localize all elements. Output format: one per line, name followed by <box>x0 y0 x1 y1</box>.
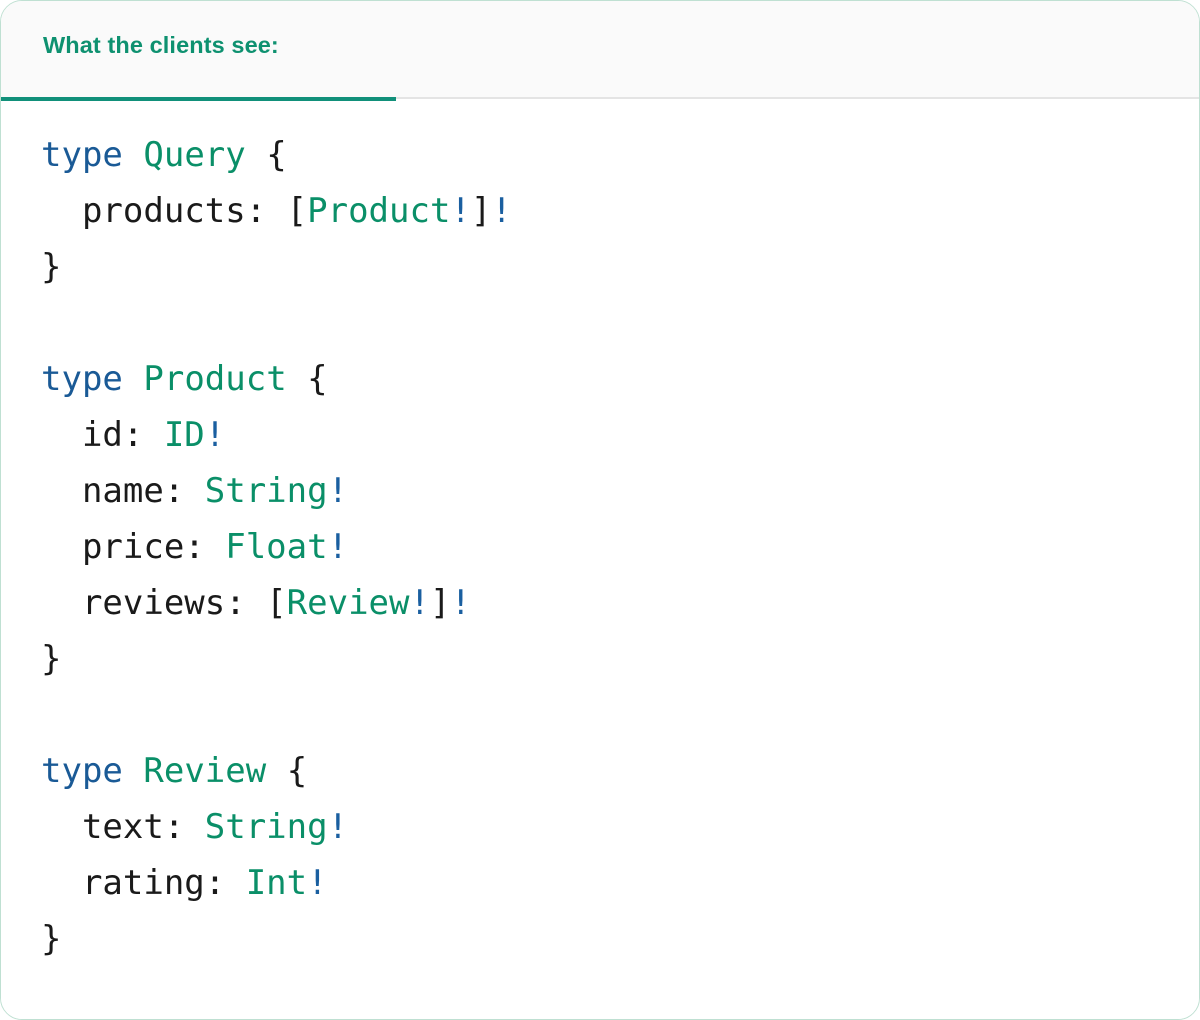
code-line: type Query { <box>41 127 1199 183</box>
code-token-field: price: <box>41 527 226 567</box>
code-line: } <box>41 239 1199 295</box>
code-token-punct: ] <box>429 583 451 623</box>
code-area: type Query { products: [Product!]!} type… <box>1 99 1199 1019</box>
code-token-bang: ! <box>491 191 512 231</box>
code-token-punct: } <box>41 639 62 679</box>
code-token-field: id: <box>41 415 164 455</box>
code-token-punct: } <box>41 919 62 959</box>
code-token-punct: [ <box>286 191 308 231</box>
code-token-bang: ! <box>204 415 226 455</box>
code-token-type: Product <box>143 359 287 399</box>
code-token-punct: { <box>266 135 287 175</box>
code-token-type: Int <box>245 863 308 903</box>
code-line: id: ID! <box>41 407 1199 463</box>
code-token-punct: { <box>307 359 328 399</box>
code-token-field: reviews: <box>41 583 267 623</box>
code-token-field: text: <box>41 807 205 847</box>
code-token-plain <box>287 359 307 399</box>
code-token-field: name: <box>41 471 205 511</box>
code-token-bang: ! <box>450 191 471 231</box>
code-token-punct: [ <box>266 583 287 623</box>
code-token-keyword: type <box>41 751 123 791</box>
code-token-type: Review <box>286 583 410 623</box>
tab-active-underline <box>1 97 396 101</box>
code-token-plain <box>246 135 266 175</box>
code-line: type Product { <box>41 351 1199 407</box>
code-token-plain <box>266 751 286 791</box>
code-token-bang: ! <box>450 583 471 623</box>
code-token-bang: ! <box>409 583 430 623</box>
code-token-plain <box>123 135 143 175</box>
code-token-plain <box>123 751 143 791</box>
code-token-punct: ] <box>470 191 492 231</box>
code-line: products: [Product!]! <box>41 183 1199 239</box>
code-line <box>41 295 1199 351</box>
code-token-type: Float <box>225 527 328 567</box>
tab-label: What the clients see: <box>43 32 279 58</box>
code-line: } <box>41 911 1199 967</box>
code-token-type: String <box>204 807 328 847</box>
code-token-punct: { <box>286 751 308 791</box>
code-line: type Review { <box>41 743 1199 799</box>
code-token-bang: ! <box>327 527 349 567</box>
code-line: price: Float! <box>41 519 1199 575</box>
code-line: name: String! <box>41 463 1199 519</box>
code-token-type: Product <box>307 191 451 231</box>
code-line <box>41 687 1199 743</box>
code-token-plain <box>123 359 143 399</box>
code-token-bang: ! <box>327 807 349 847</box>
tab-what-the-clients-see[interactable]: What the clients see: <box>1 1 396 101</box>
tab-bar: What the clients see: <box>1 1 1199 101</box>
code-line: reviews: [Review!]! <box>41 575 1199 631</box>
code-token-keyword: type <box>41 135 123 175</box>
code-line: text: String! <box>41 799 1199 855</box>
code-token-type: String <box>204 471 328 511</box>
code-token-punct: } <box>41 247 62 287</box>
code-token-type: Query <box>143 135 246 175</box>
code-token-type: Review <box>143 751 267 791</box>
graphql-schema-code[interactable]: type Query { products: [Product!]!} type… <box>41 127 1199 967</box>
code-line: rating: Int! <box>41 855 1199 911</box>
code-token-field: products: <box>41 191 287 231</box>
code-token-bang: ! <box>307 863 328 903</box>
code-token-bang: ! <box>327 471 349 511</box>
code-token-keyword: type <box>41 359 123 399</box>
code-token-field: rating: <box>41 863 246 903</box>
code-line: } <box>41 631 1199 687</box>
code-token-type: ID <box>163 415 205 455</box>
